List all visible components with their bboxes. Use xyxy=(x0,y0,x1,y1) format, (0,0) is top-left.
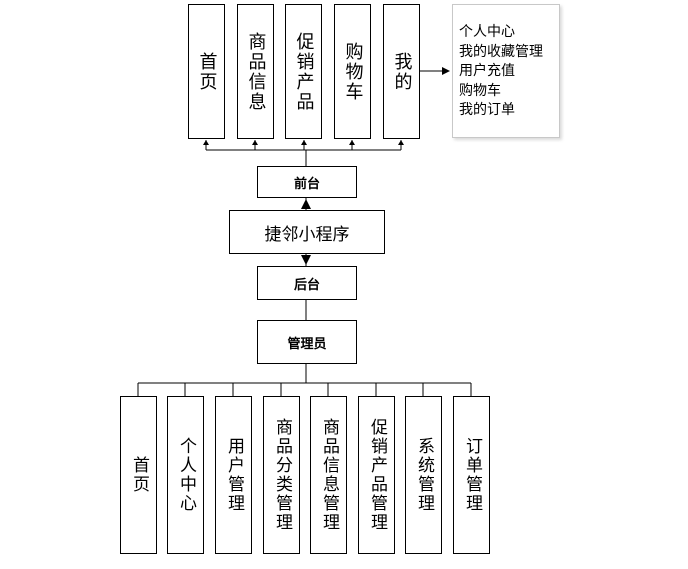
back-end-label: 后台 xyxy=(293,277,320,293)
front-nav-label: 我的 xyxy=(391,51,413,92)
admin-node: 管理员 xyxy=(257,320,357,364)
mine-menu-item: 我的订单 xyxy=(459,102,515,118)
back-end-node: 后台 xyxy=(257,266,357,300)
admin-module-profile: 个人中心 xyxy=(167,396,204,554)
admin-label: 管理员 xyxy=(287,336,327,352)
front-nav-mine: 我的 xyxy=(383,4,420,139)
mine-menu-item: 个人中心 xyxy=(459,24,515,40)
admin-module-label: 个人中心 xyxy=(176,437,196,513)
mine-menu-item: 用户充值 xyxy=(459,63,515,79)
mine-menu-item: 购物车 xyxy=(459,82,501,99)
admin-module-categories: 商品分类管理 xyxy=(263,396,300,554)
admin-module-label: 系统管理 xyxy=(414,437,434,513)
admin-module-orders: 订单管理 xyxy=(453,396,490,554)
mine-menu-note: 个人中心 我的收藏管理 用户充值 购物车 我的订单 xyxy=(452,4,560,138)
admin-module-system: 系统管理 xyxy=(405,396,442,554)
app-name-node: 捷邻小程序 xyxy=(229,210,385,254)
front-nav-label: 商品信息 xyxy=(245,31,267,112)
admin-module-label: 订单管理 xyxy=(462,437,482,513)
admin-module-product-info: 商品信息管理 xyxy=(310,396,347,554)
front-nav-label: 促销产品 xyxy=(293,31,315,112)
admin-module-label: 用户管理 xyxy=(224,437,244,513)
admin-module-home: 首页 xyxy=(120,396,157,554)
admin-module-users: 用户管理 xyxy=(215,396,252,554)
front-nav-cart: 购物车 xyxy=(334,4,371,139)
admin-module-label: 首页 xyxy=(129,456,149,494)
admin-module-label: 促销产品管理 xyxy=(367,418,387,532)
front-nav-label: 首页 xyxy=(196,51,218,92)
admin-module-label: 商品信息管理 xyxy=(319,418,339,532)
front-nav-promotions: 促销产品 xyxy=(285,4,322,139)
front-end-label: 前台 xyxy=(293,176,320,192)
front-nav-product-info: 商品信息 xyxy=(237,4,274,139)
app-name-label: 捷邻小程序 xyxy=(264,224,350,245)
front-nav-home: 首页 xyxy=(188,4,225,139)
front-end-node: 前台 xyxy=(257,166,357,198)
admin-module-label: 商品分类管理 xyxy=(272,418,292,532)
admin-module-promotions: 促销产品管理 xyxy=(358,396,395,554)
front-nav-label: 购物车 xyxy=(342,41,364,102)
mine-menu-item: 我的收藏管理 xyxy=(459,43,543,60)
